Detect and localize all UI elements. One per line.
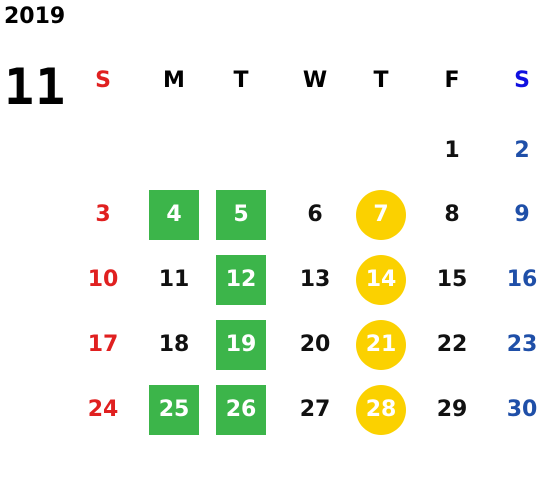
day-cell-26[interactable]: 26 — [216, 385, 266, 435]
day-cell-17[interactable]: 17 — [87, 332, 119, 357]
day-cell-25[interactable]: 25 — [149, 385, 199, 435]
weekday-header-thu: T — [373, 68, 389, 93]
day-cell-7[interactable]: 7 — [356, 190, 406, 240]
day-cell-10[interactable]: 10 — [87, 267, 119, 292]
day-cell-22[interactable]: 22 — [436, 332, 468, 357]
day-cell-15[interactable]: 15 — [436, 267, 468, 292]
weekday-header-mon: M — [163, 68, 185, 93]
day-cell-6[interactable]: 6 — [307, 202, 323, 227]
day-cell-1[interactable]: 1 — [444, 138, 460, 163]
year-label: 2019 — [4, 4, 66, 29]
day-cell-29[interactable]: 29 — [436, 397, 468, 422]
day-cell-19[interactable]: 19 — [216, 320, 266, 370]
weekday-header-sun: S — [95, 68, 111, 93]
day-cell-21[interactable]: 21 — [356, 320, 406, 370]
day-cell-18[interactable]: 18 — [158, 332, 190, 357]
weekday-header-wed: W — [302, 68, 328, 93]
day-cell-14[interactable]: 14 — [356, 255, 406, 305]
day-cell-16[interactable]: 16 — [506, 267, 538, 292]
day-cell-23[interactable]: 23 — [506, 332, 538, 357]
weekday-header-fri: F — [444, 68, 460, 93]
day-cell-12[interactable]: 12 — [216, 255, 266, 305]
day-cell-24[interactable]: 24 — [87, 397, 119, 422]
day-cell-5[interactable]: 5 — [216, 190, 266, 240]
day-cell-8[interactable]: 8 — [444, 202, 460, 227]
weekday-header-tue: T — [233, 68, 249, 93]
day-cell-20[interactable]: 20 — [299, 332, 331, 357]
day-cell-30[interactable]: 30 — [506, 397, 538, 422]
day-cell-28[interactable]: 28 — [356, 385, 406, 435]
weekday-header-sat: S — [514, 68, 530, 93]
day-cell-9[interactable]: 9 — [514, 202, 530, 227]
day-cell-13[interactable]: 13 — [299, 267, 331, 292]
day-cell-4[interactable]: 4 — [149, 190, 199, 240]
day-cell-2[interactable]: 2 — [514, 138, 530, 163]
month-number: 11 — [4, 58, 67, 116]
day-cell-11[interactable]: 11 — [158, 267, 190, 292]
day-cell-27[interactable]: 27 — [299, 397, 331, 422]
day-cell-3[interactable]: 3 — [95, 202, 111, 227]
